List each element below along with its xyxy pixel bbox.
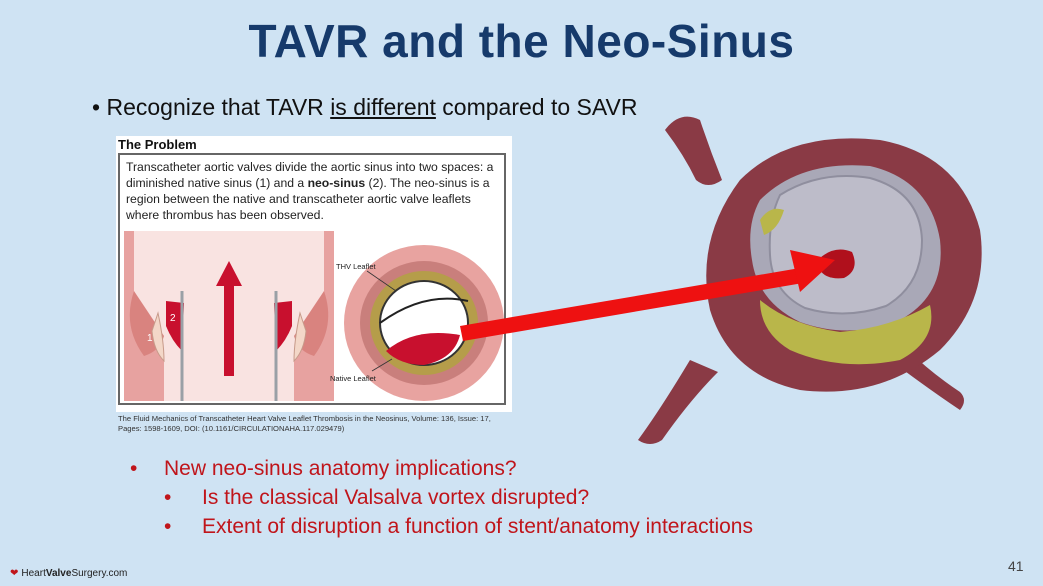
stent-frame xyxy=(770,176,922,313)
bullet-dot: • xyxy=(164,515,171,539)
site-logo: ❤HeartValveSurgery.com xyxy=(10,568,127,579)
figure-box: Transcatheter aortic valves divide the a… xyxy=(118,153,506,405)
bullet-dot: • xyxy=(164,486,171,510)
label-sinus-2: 2 xyxy=(170,313,176,324)
page-number: 41 xyxy=(1008,558,1024,574)
lead-bullet-underlined: is different xyxy=(330,94,436,120)
figure-heading: The Problem xyxy=(118,137,197,152)
citation: The Fluid Mechanics of Transcatheter Hea… xyxy=(118,414,513,434)
label-sinus-1: 1 xyxy=(147,333,153,344)
label-thv-leaflet: THV Leaflet xyxy=(336,262,377,271)
heart-icon: ❤ xyxy=(10,568,18,579)
vessel-bottom-left xyxy=(638,360,718,444)
logo-part2: Valve xyxy=(46,568,72,579)
bullet-dot: • xyxy=(92,94,100,120)
list-item-text: New neo-sinus anatomy implications? xyxy=(164,457,517,481)
figure-text-bold: neo-sinus xyxy=(308,176,366,190)
logo-part1: Heart xyxy=(21,568,45,579)
label-native-leaflet: Native Leaflet xyxy=(330,374,377,383)
logo-part3: Surgery.com xyxy=(71,568,127,579)
aortic-root-3d-render xyxy=(460,110,1043,450)
vessel-top-left xyxy=(665,117,722,185)
valve-diagram: 1 2 THV Leaflet Native Leaflet xyxy=(124,231,504,401)
lead-bullet-prefix: Recognize that TAVR xyxy=(106,94,323,120)
bullet-dot: • xyxy=(130,457,137,481)
list-item-text: Is the classical Valsalva vortex disrupt… xyxy=(202,486,589,510)
figure-panel: The Problem Transcatheter aortic valves … xyxy=(116,136,512,412)
slide-title: TAVR and the Neo-Sinus xyxy=(0,14,1043,68)
figure-description: Transcatheter aortic valves divide the a… xyxy=(126,159,502,223)
list-item-text: Extent of disruption a function of stent… xyxy=(202,515,753,539)
